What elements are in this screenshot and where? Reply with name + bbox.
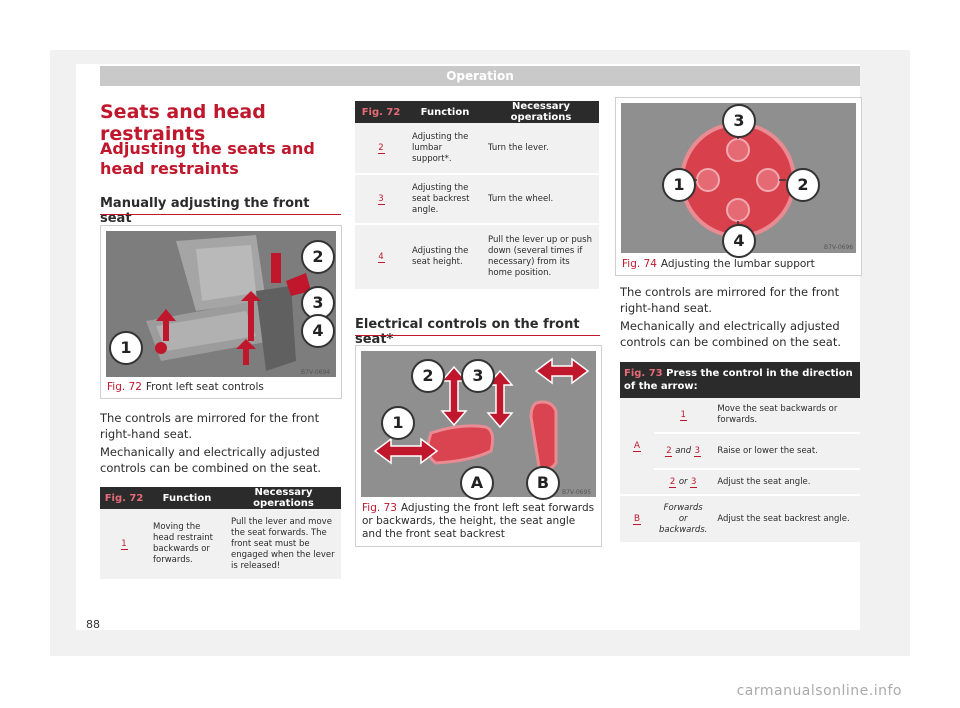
callout-1: 1 [381, 406, 415, 440]
callout-4: 4 [301, 314, 335, 348]
section-subtitle: Adjusting the seats and head restraints [100, 139, 315, 178]
row-text: Adjust the seat backrest angle. [712, 495, 860, 544]
group-key-A: A [632, 440, 642, 452]
figure-code: B7V-0694 [301, 369, 331, 376]
callout-3: 3 [722, 104, 756, 138]
callout-1: 1 [109, 331, 143, 365]
row-function: Adjusting the seat backrest angle. [407, 174, 483, 225]
figure-label: Fig. 73 [362, 502, 397, 514]
figure-caption-text: Adjusting the front left seat forwards o… [362, 502, 595, 540]
row-key: 2 [377, 142, 385, 154]
section-header: Operation [100, 66, 860, 86]
table-row: 2 Adjusting the lumbar support*. Turn th… [355, 123, 599, 175]
row-key: Forwards or backwards. [659, 502, 708, 535]
figure-caption-text: Adjusting the lumbar support [660, 258, 815, 270]
row-operation: Turn the lever. [483, 123, 599, 175]
row-key: 4 [377, 251, 385, 263]
subsection-heading-electrical: Electrical controls on the front seat* [355, 317, 580, 347]
electric-table-header: Fig. 73 Press the control in the directi… [620, 362, 860, 398]
figure-caption-text: Front left seat controls [145, 381, 264, 393]
seat-image [106, 231, 336, 377]
paragraph-combined-right: Mechanically and electrically adjusted c… [620, 319, 842, 349]
row-function: Adjusting the seat height. [407, 224, 483, 291]
callout-B: B [526, 466, 560, 500]
table-row: 1 Moving the head restraint backwards or… [100, 509, 341, 581]
row-key: 2 [665, 445, 673, 457]
row-key: 1 [679, 409, 687, 421]
row-key-join: and [675, 445, 692, 456]
callout-A: A [460, 466, 494, 500]
table-row: 4 Adjusting the seat height. Pull the le… [355, 224, 599, 291]
callout-2: 2 [411, 359, 445, 393]
header-fig-label: Fig. 73 [624, 368, 663, 379]
figure-code: B7V-0696 [824, 244, 854, 251]
callout-2: 2 [786, 168, 820, 202]
watermark: carmanualsonline.info [736, 683, 902, 699]
row-key: 2 [669, 476, 677, 488]
row-key2: 3 [693, 445, 701, 457]
table-row: 3 Adjusting the seat backrest angle. Tur… [355, 174, 599, 225]
row-key-join: or [678, 476, 688, 487]
subsection-heading: Manually adjusting the front seat [100, 196, 310, 226]
group-key-B: B [632, 513, 642, 525]
row-text: Raise or lower the seat. [712, 433, 860, 470]
electric-table: Fig. 73 Press the control in the directi… [620, 362, 860, 544]
figure-label: Fig. 74 [622, 258, 657, 270]
row-operation: Pull the lever up or push down (several … [483, 224, 599, 291]
col-fig: Fig. 72 [100, 487, 148, 509]
row-key2: 3 [690, 476, 698, 488]
controls-table-middle: Fig. 72 Function Necessary operations 2 … [355, 101, 599, 291]
col-operations: Necessary operations [483, 101, 599, 123]
page-number: 88 [86, 618, 100, 631]
figure-label: Fig. 72 [107, 381, 142, 393]
row-operation: Pull the lever and move the seat forward… [226, 509, 341, 581]
row-operation: Turn the wheel. [483, 174, 599, 225]
paragraph-mirrored: The controls are mirrored for the front … [100, 411, 320, 441]
row-text: Adjust the seat angle. [712, 469, 860, 496]
callout-3: 3 [461, 359, 495, 393]
seat-illustration [106, 231, 336, 377]
page-title: Seats and head restraints [100, 101, 266, 145]
table-row: B Forwards or backwards. Adjust the seat… [620, 495, 860, 544]
heading-rule [100, 214, 341, 215]
paragraph-mirrored-right: The controls are mirrored for the front … [620, 285, 840, 315]
table-row: 2 or 3 Adjust the seat angle. [620, 469, 860, 496]
col-operations: Necessary operations [226, 487, 341, 509]
row-function: Moving the head restraint backwards or f… [148, 509, 226, 581]
col-function: Function [407, 101, 483, 123]
col-function: Function [148, 487, 226, 509]
callout-4: 4 [722, 224, 756, 258]
heading-rule [355, 335, 600, 336]
callout-2: 2 [301, 240, 335, 274]
header-text: Press the control in the direction of th… [624, 368, 853, 392]
row-text: Move the seat backwards or forwards. [712, 398, 860, 434]
row-key: 1 [120, 538, 128, 550]
row-key: 3 [377, 193, 385, 205]
table-row: 2 and 3 Raise or lower the seat. [620, 433, 860, 470]
controls-table-left: Fig. 72 Function Necessary operations 1 … [100, 487, 341, 581]
row-function: Adjusting the lumbar support*. [407, 123, 483, 175]
callout-1: 1 [662, 168, 696, 202]
figure-code: B7V-0695 [562, 489, 592, 496]
table-row: A 1 Move the seat backwards or forwards. [620, 398, 860, 496]
col-fig: Fig. 72 [355, 101, 407, 123]
paragraph-combined: Mechanically and electrically adjusted c… [100, 445, 322, 475]
